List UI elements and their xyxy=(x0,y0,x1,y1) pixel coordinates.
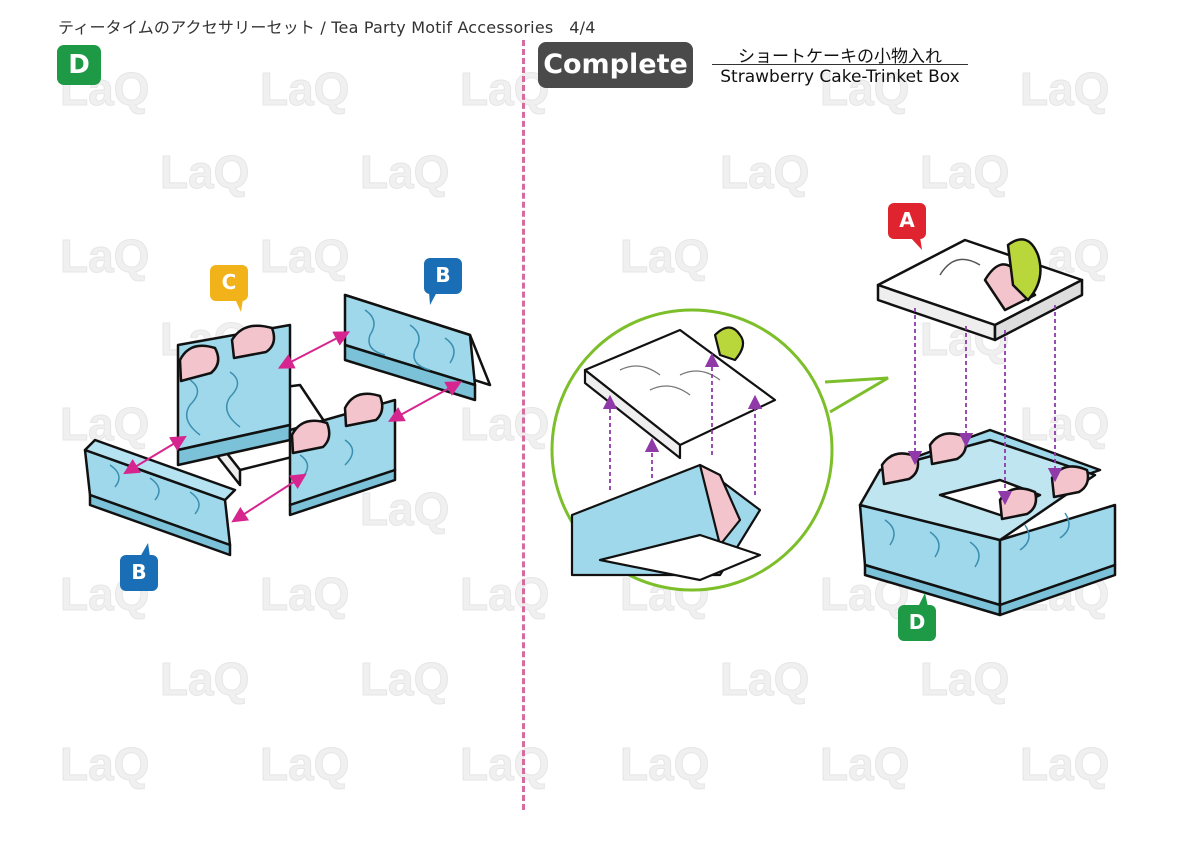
svg-text:LaQ: LaQ xyxy=(920,653,1009,705)
svg-text:LaQ: LaQ xyxy=(260,568,349,620)
svg-text:LaQ: LaQ xyxy=(920,146,1009,198)
title-english: Strawberry Cake-Trinket Box xyxy=(720,67,960,87)
svg-text:LaQ: LaQ xyxy=(360,653,449,705)
svg-text:LaQ: LaQ xyxy=(720,653,809,705)
assembled-box xyxy=(858,428,1117,617)
svg-text:LaQ: LaQ xyxy=(460,738,549,790)
svg-text:LaQ: LaQ xyxy=(360,483,449,535)
svg-text:LaQ: LaQ xyxy=(820,738,909,790)
title-japanese: ショートケーキの小物入れ xyxy=(738,47,942,67)
svg-text:LaQ: LaQ xyxy=(820,63,909,115)
callout-c xyxy=(210,265,248,312)
svg-text:LaQ: LaQ xyxy=(60,230,149,282)
lid-drop-arrows xyxy=(907,305,1063,506)
part-a-lid xyxy=(876,238,1084,342)
part-b-top-wall xyxy=(343,293,492,402)
callout-a xyxy=(888,203,926,250)
svg-text:LaQ: LaQ xyxy=(1020,738,1109,790)
svg-text:LaQ: LaQ xyxy=(460,63,549,115)
svg-text:LaQ: LaQ xyxy=(720,146,809,198)
svg-text:LaQ: LaQ xyxy=(60,738,149,790)
header-title: ティータイムのアクセサリーセット / Tea Party Motif Acces… xyxy=(58,18,596,37)
label-d: D xyxy=(908,610,926,634)
callout-d xyxy=(898,593,936,641)
svg-text:LaQ: LaQ xyxy=(260,230,349,282)
page-divider xyxy=(522,40,525,810)
callout-b-top xyxy=(424,258,462,305)
label-b-top: B xyxy=(435,263,451,287)
svg-text:LaQ: LaQ xyxy=(460,398,549,450)
connection-arrows-left xyxy=(123,331,463,523)
svg-text:LaQ: LaQ xyxy=(260,738,349,790)
svg-text:LaQ: LaQ xyxy=(1020,398,1109,450)
title-rule xyxy=(712,64,968,65)
label-a: A xyxy=(899,208,915,232)
left-base-frame xyxy=(176,323,397,517)
svg-text:LaQ: LaQ xyxy=(620,230,709,282)
label-c: C xyxy=(221,270,237,294)
svg-text:LaQ: LaQ xyxy=(620,738,709,790)
svg-text:LaQ: LaQ xyxy=(360,146,449,198)
callout-b-bottom xyxy=(120,543,158,591)
label-b-bottom: B xyxy=(131,560,147,584)
complete-badge: Complete xyxy=(538,42,693,88)
svg-text:LaQ: LaQ xyxy=(460,568,549,620)
svg-text:LaQ: LaQ xyxy=(160,146,249,198)
svg-text:LaQ: LaQ xyxy=(260,63,349,115)
svg-text:LaQ: LaQ xyxy=(60,63,149,115)
svg-text:LaQ: LaQ xyxy=(160,653,249,705)
step-badge-d: D xyxy=(57,45,101,85)
detail-bubble xyxy=(550,308,889,592)
svg-text:LaQ: LaQ xyxy=(1020,63,1109,115)
